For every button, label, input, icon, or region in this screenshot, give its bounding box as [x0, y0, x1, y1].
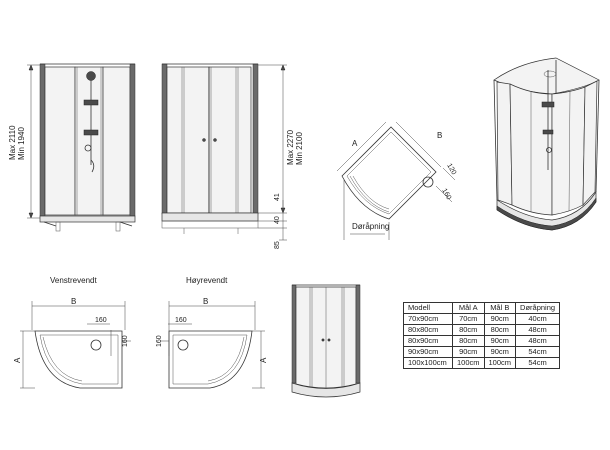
front-view-height-min: Min 1940 — [17, 127, 26, 160]
top-view-door-opening: Døråpning — [352, 222, 389, 231]
spec-table-cell: 70x90cm — [403, 313, 453, 325]
spec-table-cell: 80cm — [452, 335, 485, 347]
spec-table-header-model: Modell — [403, 302, 453, 314]
left-variant-drain — [90, 339, 102, 351]
spec-table-row: 90x90cm 90cm 90cm 54cm — [403, 346, 561, 358]
front-view-shower-column — [83, 71, 99, 173]
spec-table-cell: 80cm — [452, 324, 485, 336]
spec-table-cell: 48cm — [515, 324, 561, 336]
top-view-dim-160: 160 — [440, 188, 452, 202]
spec-table-cell: 54cm — [515, 346, 561, 358]
right-variant-label-b: B — [203, 297, 208, 306]
spec-table-header-size-b: Mål B — [483, 302, 517, 314]
perspective-view — [493, 57, 600, 231]
front-view: Max 2110 Min 1940 — [8, 63, 136, 232]
right-variant-drain — [177, 339, 189, 351]
top-view-drain — [422, 176, 434, 188]
side-view-door-handle-left — [202, 138, 206, 142]
side-view-dim-41: 41 — [274, 193, 281, 201]
spec-table-row: 100x100cm 100cm 100cm 54cm — [403, 357, 561, 369]
spec-table-cell: 90cm — [483, 335, 517, 347]
left-variant-tray-outline — [34, 330, 123, 389]
side-view-dim-85: 85 — [274, 241, 281, 249]
spec-table-cell: 80cm — [483, 324, 517, 336]
spec-table-row: 70x90cm 70cm 90cm 40cm — [403, 313, 561, 325]
spec-table-cell: 100cm — [483, 357, 517, 369]
right-variant-tray-outline — [168, 330, 253, 389]
top-view-label-a: A — [352, 139, 358, 148]
spec-table-cell: 54cm — [515, 357, 561, 369]
spec-table-cell: 90cm — [483, 313, 517, 325]
spec-table-cell: 100x100cm — [403, 357, 453, 369]
front-view-height-max: Max 2110 — [8, 125, 17, 160]
spec-table-cell: 100cm — [452, 357, 485, 369]
spec-table-cell: 70cm — [452, 313, 485, 325]
front-view-frame-left — [39, 63, 46, 217]
side-view-height-max: Max 2270 — [286, 129, 295, 165]
right-variant-dim-top: 160 — [175, 317, 187, 324]
front-view-glass-left — [44, 66, 76, 216]
right-variant-label-a: A — [259, 357, 268, 363]
spec-table-cell: 80x80cm — [403, 324, 453, 336]
right-variant-title: Høyrevendt — [186, 276, 228, 285]
front-view-base — [39, 215, 136, 223]
spec-table-cell: 90cm — [483, 346, 517, 358]
side-view-frame-left — [161, 63, 168, 215]
spec-table-header-size-a: Mål A — [452, 302, 485, 314]
bottom-perspective-view — [291, 284, 361, 398]
bottom-cabin-base — [291, 382, 361, 398]
side-view-base — [161, 212, 259, 222]
spec-table: Modell Mål A Mål B Døråpning 70x90cm 70c… — [403, 302, 561, 369]
spec-table-cell: 90x90cm — [403, 346, 453, 358]
top-view-dim-120: 120 — [445, 163, 457, 177]
spec-table-cell: 48cm — [515, 335, 561, 347]
side-view-frame-right — [252, 63, 259, 215]
left-variant: Venstrevendt B 160 160 A — [13, 276, 131, 389]
spec-table-cell: 80x90cm — [403, 335, 453, 347]
front-view-frame-right — [129, 63, 136, 217]
left-variant-label-b: B — [71, 297, 76, 306]
right-variant: Høyrevendt B 160 160 A — [156, 276, 268, 389]
spec-table-row: 80x90cm 80cm 90cm 48cm — [403, 335, 561, 347]
left-variant-label-a: A — [13, 357, 22, 363]
spec-table-header-row: Modell Mål A Mål B Døråpning — [403, 302, 561, 314]
left-variant-dim-top: 160 — [95, 317, 107, 324]
top-view-tray-outline — [341, 126, 437, 220]
side-view: Max 2270 Min 2100 41 40 85 — [161, 63, 304, 249]
top-view: A B 120 160 Døråpning — [336, 121, 457, 240]
right-variant-dim-side: 160 — [156, 335, 163, 347]
bottom-cabin-frame-left — [291, 284, 297, 384]
left-variant-dim-side: 160 — [122, 335, 129, 347]
bottom-cabin-frame-right — [355, 284, 361, 384]
spec-table-row: 80x80cm 80cm 80cm 48cm — [403, 324, 561, 336]
side-view-height-min: Min 2100 — [295, 132, 304, 165]
spec-table-cell: 90cm — [452, 346, 485, 358]
spec-table-header-door-opening: Døråpning — [515, 302, 561, 314]
front-view-glass-right — [102, 66, 131, 216]
top-view-label-b: B — [437, 131, 442, 140]
spec-table-cell: 40cm — [515, 313, 561, 325]
front-view-back-wall — [74, 66, 104, 216]
perspective-shower-column — [541, 70, 555, 170]
side-view-dim-40: 40 — [274, 216, 281, 224]
side-view-door-handle-right — [213, 138, 217, 142]
left-variant-title: Venstrevendt — [50, 276, 97, 285]
